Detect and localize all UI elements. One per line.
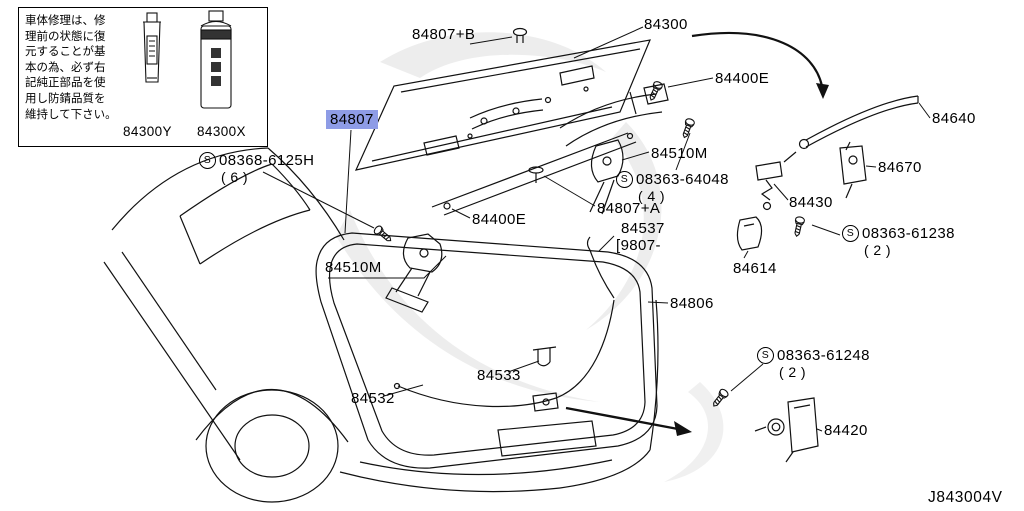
part-number: 08363-64048 (636, 171, 729, 188)
part-label-84640[interactable]: 84640 (932, 110, 976, 127)
leader-lines (262, 26, 931, 432)
part-label-08368-6125H[interactable]: S 08368-6125H ( 6 ) (199, 152, 314, 186)
torsion-bars (431, 132, 637, 216)
latch-84670 (839, 141, 867, 199)
hinge-left (385, 233, 443, 313)
rubber-plugs (512, 27, 544, 183)
standard-screw-icon: S (616, 171, 633, 188)
part-label-84510M-right[interactable]: 84510M (651, 145, 708, 162)
part-label-08363-61238[interactable]: S 08363-61238 ( 2 ) (842, 225, 955, 259)
trunk-lid-panel (354, 39, 651, 171)
hinge-right (559, 83, 669, 215)
car-body-outline (103, 147, 659, 503)
screws (372, 79, 806, 410)
standard-screw-icon: S (757, 347, 774, 364)
support-rod (783, 95, 919, 163)
part-number-row: S 08363-64048 (616, 171, 729, 188)
part-label-84533[interactable]: 84533 (477, 367, 521, 384)
product-label-84300Y: 84300Y (123, 124, 172, 139)
paint-tube-icon (143, 12, 161, 83)
anti-rust-products-art (143, 10, 232, 109)
clip-84614 (736, 216, 763, 251)
part-number: 08368-6125H (219, 152, 315, 169)
assembly-arrow-bottom (565, 406, 692, 436)
note-line: 元することが基 (25, 44, 106, 59)
trunk-opening-weatherstrip (315, 232, 658, 469)
part-label-08363-61248[interactable]: S 08363-61248 ( 2 ) (757, 347, 870, 381)
part-label-84537[interactable]: 84537 [9807- (616, 220, 665, 254)
part-label-84400E-left[interactable]: 84400E (472, 211, 527, 228)
product-label-84300X: 84300X (197, 124, 246, 139)
assembly-arrow-top (691, 31, 829, 99)
date-range: [9807- (616, 237, 661, 254)
part-label-84532[interactable]: 84532 (351, 390, 395, 407)
standard-screw-icon: S (842, 225, 859, 242)
part-label-84430[interactable]: 84430 (789, 194, 833, 211)
part-number: 84537 (621, 220, 665, 237)
note-line: 車体修理は、修 (25, 13, 106, 27)
part-label-84806[interactable]: 84806 (670, 295, 714, 312)
part-label-84614[interactable]: 84614 (733, 260, 777, 277)
trunk-floor-parts (393, 236, 615, 457)
part-label-84420[interactable]: 84420 (824, 422, 868, 439)
part-number-row: S 08363-61238 (842, 225, 955, 242)
note-line: 理前の状態に復 (25, 28, 106, 43)
part-number-row: S 08368-6125H (199, 152, 314, 169)
part-label-08363-64048[interactable]: S 08363-64048 ( 4 ) (616, 171, 729, 205)
watermark-pattern (336, 32, 724, 482)
part-number: 08363-61248 (777, 347, 870, 364)
repair-products: 84300Y 84300X (117, 8, 267, 146)
part-label-84807B[interactable]: 84807+B (412, 26, 476, 43)
diagram-code: J843004V (928, 489, 1003, 506)
part-label-84400E-right[interactable]: 84400E (715, 70, 770, 87)
quantity: ( 2 ) (779, 364, 806, 380)
note-line: 用し防錆品質を (25, 90, 106, 105)
part-label-84807A[interactable]: 84807+A (597, 200, 661, 217)
part-label-84510M-left[interactable]: 84510M (325, 259, 382, 276)
quantity: ( 4 ) (638, 188, 665, 204)
part-number-row: S 08363-61248 (757, 347, 870, 364)
spray-can-icon (200, 10, 232, 109)
standard-screw-icon: S (199, 152, 216, 169)
part-label-84807-highlighted[interactable]: 84807 (326, 110, 378, 129)
repair-note-box: 車体修理は、修 理前の状態に復 元することが基 本の為、必ず右 記純正部品を使 … (18, 7, 268, 147)
quantity: ( 6 ) (221, 169, 248, 185)
note-line: 記純正部品を使 (25, 75, 106, 90)
note-line: 本の為、必ず右 (25, 59, 106, 74)
note-line: 維持して下さい。 (25, 106, 117, 121)
part-label-84670[interactable]: 84670 (878, 159, 922, 176)
repair-note-text: 車体修理は、修 理前の状態に復 元することが基 本の為、必ず右 記純正部品を使 … (19, 8, 117, 146)
striker-84430 (755, 161, 783, 211)
part-number: 08363-61238 (862, 225, 955, 242)
part-label-84300[interactable]: 84300 (644, 16, 688, 33)
lock-cylinder-84420 (754, 397, 819, 463)
quantity: ( 2 ) (864, 242, 891, 258)
